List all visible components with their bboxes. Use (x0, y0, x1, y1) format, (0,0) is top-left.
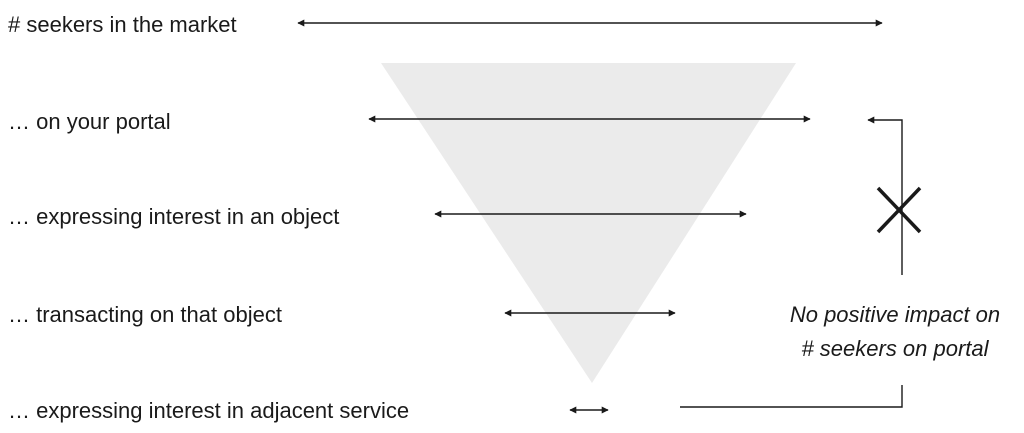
feedback-loop-lower (680, 385, 903, 408)
stage-label-portal: … on your portal (8, 109, 171, 134)
stage-label-interest: … expressing interest in an object (8, 204, 340, 229)
cross-icon (876, 186, 922, 234)
stage-label-market: # seekers in the market (8, 12, 237, 37)
impact-note: No positive impact on # seekers on porta… (766, 298, 1024, 366)
impact-note-line-2: # seekers on portal (801, 336, 989, 361)
feedback-loop-upper (867, 116, 903, 275)
stage-label-transacting: … transacting on that object (8, 302, 282, 327)
funnel-shape (381, 63, 796, 383)
impact-note-line-1: No positive impact on (789, 302, 1001, 327)
stage-label-adjacent-service: … expressing interest in adjacent servic… (8, 398, 410, 423)
